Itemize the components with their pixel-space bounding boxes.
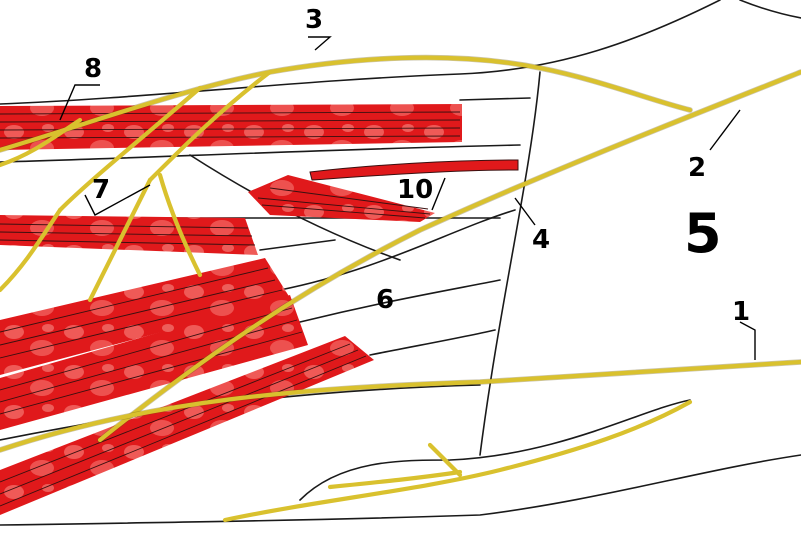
label-3: 3	[305, 5, 323, 35]
label-1: 1	[732, 297, 750, 327]
nerve-network	[0, 54, 801, 523]
label-7: 7	[92, 175, 110, 205]
nerve-1	[0, 359, 801, 453]
muscle-thin-band	[309, 159, 519, 181]
label-8: 8	[84, 54, 102, 84]
label-6: 6	[376, 285, 394, 315]
labels: 3 8 2 5 7 10 4 6 1	[84, 5, 750, 327]
muscle-oblique-1	[0, 258, 290, 375]
nerve-3	[0, 55, 693, 153]
label-2: 2	[688, 153, 706, 183]
label-5: 5	[684, 202, 722, 265]
muscle-fibers	[0, 111, 461, 507]
muscle-oblique-2	[0, 295, 308, 430]
label-4: 4	[532, 225, 550, 255]
nerve-2	[97, 69, 801, 443]
label-pointers	[59, 36, 756, 360]
label-10: 10	[397, 175, 433, 205]
